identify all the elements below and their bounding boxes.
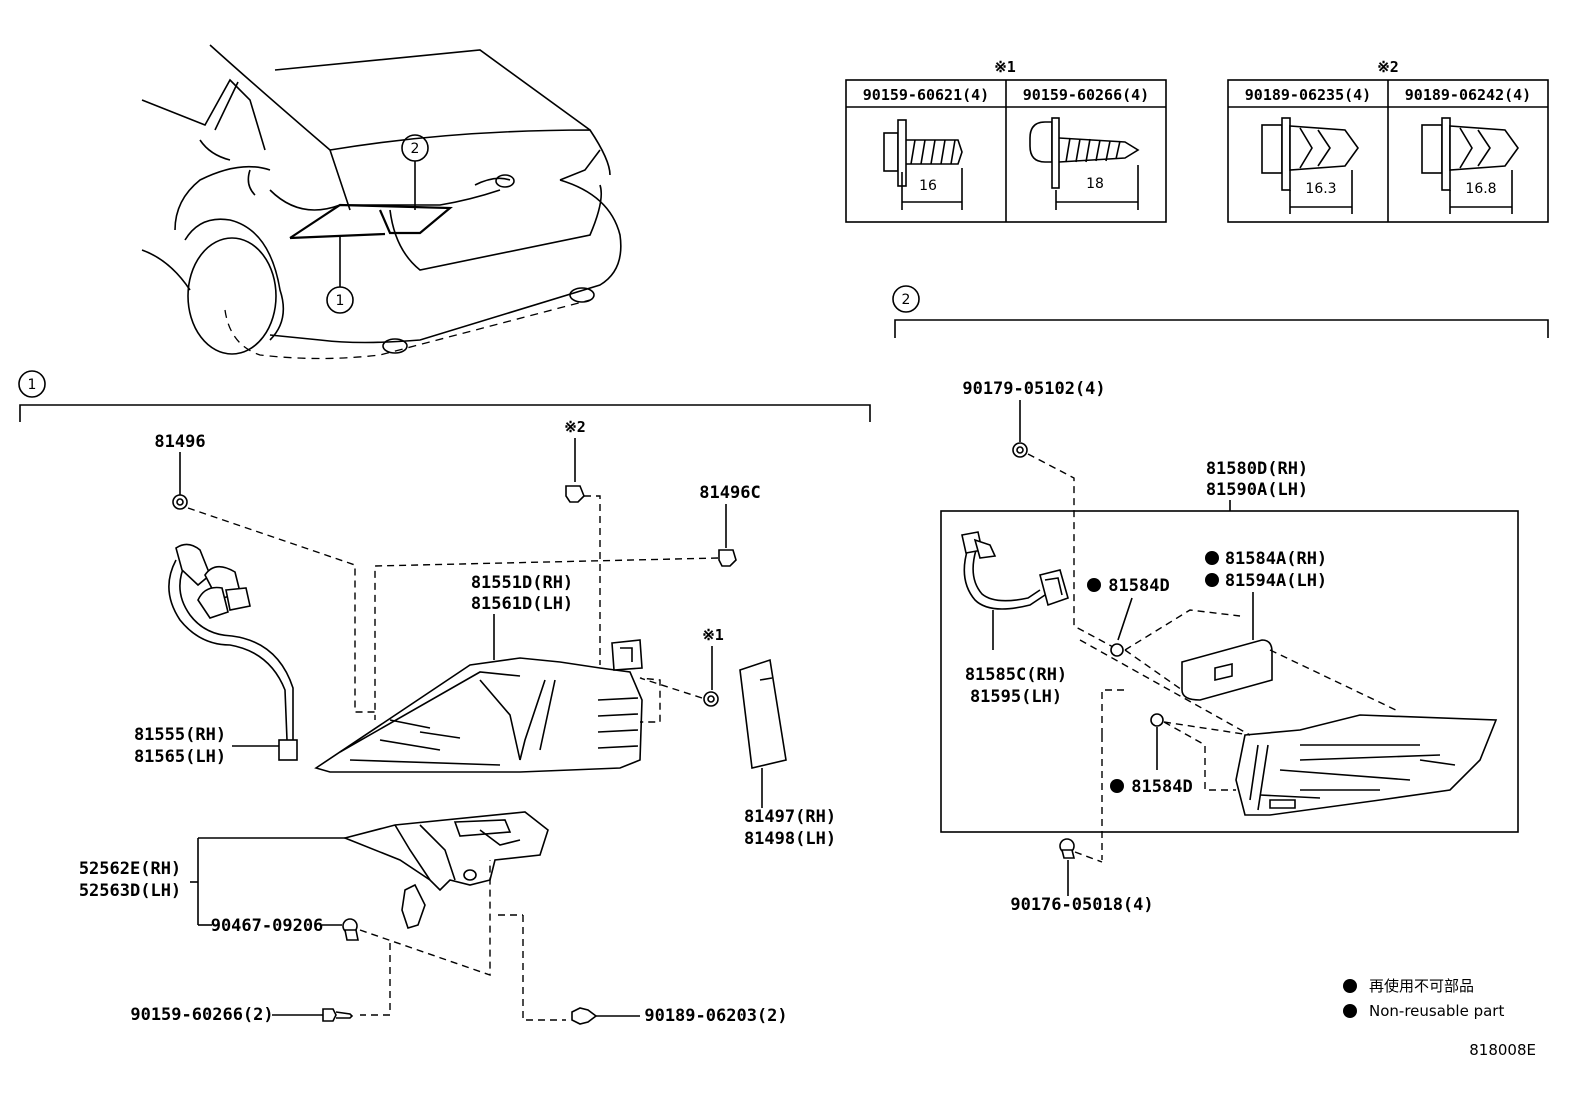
socket-grommet-icon — [172, 494, 188, 510]
group-2-rear-lamp-inner: 2 90179-05102(4) 81580D(RH) 81590A(LH) 8… — [892, 285, 1549, 915]
label-81496: 81496 — [154, 432, 205, 452]
legend-en: Non-reusable part — [1369, 1002, 1504, 1020]
non-reusable-mark — [1205, 573, 1219, 587]
label-81590A: 81590A(LH) — [1206, 480, 1308, 500]
assembly-box — [940, 510, 1519, 833]
label-81555: 81555(RH) — [134, 725, 226, 745]
clip-icon — [565, 485, 585, 503]
label-mark2: ※2 — [564, 418, 586, 436]
screw-icon — [322, 1008, 354, 1022]
label-mark1: ※1 — [702, 626, 724, 644]
car-callout-2: 2 — [411, 141, 420, 157]
label-81595: 81595(LH) — [970, 687, 1062, 707]
table2-header-1: 90189-06235(4) — [1245, 86, 1371, 104]
push-clip-icon — [1421, 117, 1519, 214]
non-reusable-mark — [1343, 1004, 1357, 1018]
non-reusable-mark — [1087, 578, 1101, 592]
clip-icon — [571, 1007, 598, 1025]
bracket-icon — [342, 811, 549, 929]
label-81551D: 81551D(RH) — [471, 573, 573, 593]
gasket-icon — [1150, 713, 1164, 727]
label-52563D: 52563D(LH) — [79, 881, 181, 901]
table1-dim-2: 18 — [1086, 176, 1104, 192]
diagram-id: 818008E — [1469, 1041, 1536, 1059]
label-81498: 81498(LH) — [744, 829, 836, 849]
label-52562E: 52562E(RH) — [79, 859, 181, 879]
bolt-washer-icon — [883, 119, 963, 210]
fastener-table-1: ※1 90159-60621(4) 90159-60266(4) 16 18 — [845, 58, 1167, 223]
label-81565: 81565(LH) — [134, 747, 226, 767]
retainer-icon — [718, 549, 737, 567]
table1-dim-1: 16 — [919, 178, 937, 194]
label-81585C: 81585C(RH) — [965, 665, 1067, 685]
rear-lamp-assembly-icon — [314, 639, 643, 773]
nut-icon — [1012, 442, 1028, 458]
gasket-plate-icon — [1181, 639, 1273, 701]
lamp-cover-icon — [739, 658, 787, 808]
bolt-icon — [703, 691, 719, 707]
label-81561D: 81561D(LH) — [471, 594, 573, 614]
non-reusable-mark — [1205, 551, 1219, 565]
label-81580D: 81580D(RH) — [1206, 459, 1308, 479]
group2-callout: 2 — [902, 292, 911, 308]
table1-header-1: 90159-60621(4) — [863, 86, 989, 104]
label-90467: 90467-09206 — [211, 916, 324, 936]
table1-header-2: 90159-60266(4) — [1023, 86, 1149, 104]
non-reusable-mark — [1343, 979, 1357, 993]
label-81594A: 81594A(LH) — [1225, 571, 1327, 591]
label-90189-06203: 90189-06203(2) — [644, 1006, 787, 1026]
wire-harness-socket-icon — [168, 543, 298, 761]
label-90179: 90179-05102(4) — [962, 379, 1105, 399]
fastener-table-2: ※2 90189-06235(4) 90189-06242(4) 16.3 16… — [1227, 58, 1549, 223]
group-1-rear-combination-lamp: 1 81496 ※2 81496C 81551D(RH) 81561D(LH) — [18, 370, 871, 1026]
table2-header-2: 90189-06242(4) — [1405, 86, 1531, 104]
table2-dim-2: 16.8 — [1465, 181, 1496, 197]
label-81496C: 81496C — [699, 483, 760, 503]
gasket-icon — [1110, 643, 1124, 657]
table2-mark: ※2 — [1377, 58, 1399, 76]
table1-mark: ※1 — [994, 58, 1016, 76]
label-90176: 90176-05018(4) — [1010, 895, 1153, 915]
group1-callout: 1 — [28, 377, 37, 393]
screw-icon — [1059, 838, 1076, 859]
car-rear-illustration: 2 1 — [141, 44, 622, 360]
label-90159-60266: 90159-60266(2) — [130, 1005, 273, 1025]
inner-lamp-assembly-icon — [1235, 714, 1498, 816]
car-callout-1: 1 — [336, 293, 345, 309]
label-81584A: 81584A(RH) — [1225, 549, 1327, 569]
legend-jp: 再使用不可部品 — [1369, 977, 1474, 995]
label-81584D-a: 81584D — [1108, 576, 1169, 596]
tapping-screw-icon — [1029, 117, 1140, 210]
non-reusable-mark — [1110, 779, 1124, 793]
bolt-icon — [342, 918, 359, 941]
label-81497: 81497(RH) — [744, 807, 836, 827]
legend: 再使用不可部品 Non-reusable part — [1343, 977, 1504, 1020]
wire-harness-icon — [961, 531, 1069, 610]
push-clip-icon — [1261, 117, 1359, 214]
label-81584D-b: 81584D — [1131, 777, 1192, 797]
table2-dim-1: 16.3 — [1305, 181, 1336, 197]
